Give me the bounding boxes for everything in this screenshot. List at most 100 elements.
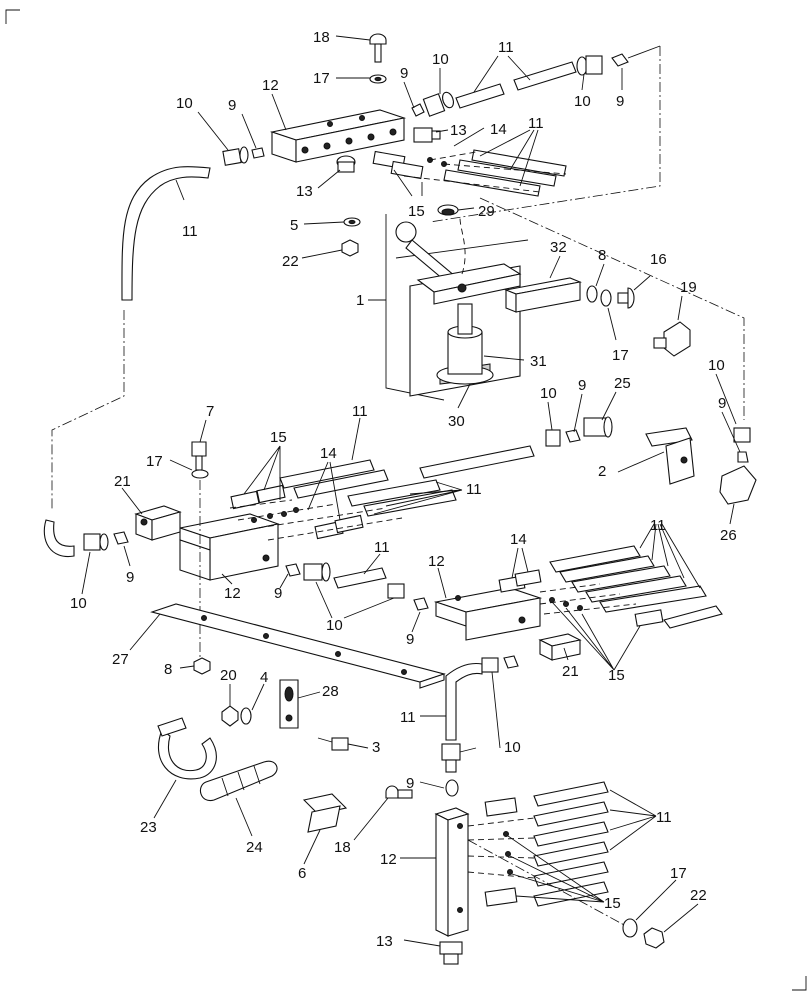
callout-label: 18 (313, 29, 330, 46)
callout-label: 12 (224, 585, 241, 602)
corner-mark-bottom-right (792, 976, 807, 991)
callout-label: 27 (112, 651, 129, 668)
washer-top-hole (374, 76, 382, 82)
callout-label: 29 (478, 203, 495, 220)
callout-label: 32 (550, 239, 567, 256)
nut-22-bottom (643, 927, 665, 949)
fitting-10-right (733, 427, 751, 463)
callout-label: 9 (274, 585, 282, 602)
callout-label: 5 (290, 217, 298, 234)
top-tube-segment (455, 61, 577, 109)
centerline-left-loop (51, 310, 125, 510)
middle-left-manifold (177, 513, 281, 581)
right-tube-bundle (549, 545, 723, 629)
washer-8-and-bolt-16 (586, 285, 635, 309)
callout-label: 10 (708, 357, 725, 374)
dot-f (563, 601, 569, 607)
washer-4 (240, 707, 252, 725)
plate-27 (150, 603, 446, 689)
leader-lines (81, 35, 741, 947)
callout-label: 24 (246, 839, 263, 856)
washer-5-hole (348, 219, 356, 225)
callout-label: 10 (70, 595, 87, 612)
fitting-10-hose (481, 655, 519, 673)
callout-label: 15 (408, 203, 425, 220)
centerline-washer-bottom (467, 839, 627, 927)
right-fittings-14 (498, 569, 664, 627)
callout-label: 2 (598, 463, 606, 480)
bracket-2 (645, 427, 695, 485)
callout-label: 12 (262, 77, 279, 94)
callout-label: 20 (220, 667, 237, 684)
callout-label: 9 (400, 65, 408, 82)
callout-label: 9 (406, 775, 414, 792)
callout-label: 11 (352, 403, 368, 420)
dot-d (293, 507, 299, 513)
callout-label: 4 (260, 669, 268, 686)
bottom-vertical-manifold (434, 807, 470, 937)
hose-end-left (43, 519, 75, 558)
callout-label: 19 (680, 279, 697, 296)
lower-hose (445, 662, 483, 741)
top-fittings-15 (372, 150, 447, 180)
clip-28 (279, 679, 299, 729)
bottom-tube-bundle (533, 781, 609, 907)
callout-label: 11 (650, 517, 666, 534)
bottom-fittings-15 (484, 797, 518, 907)
callout-label: 17 (670, 865, 687, 882)
callout-label: 17 (612, 347, 629, 364)
callout-label: 15 (608, 667, 625, 684)
callout-label: 14 (490, 121, 507, 138)
callout-label: 9 (126, 569, 134, 586)
callout-label: 10 (504, 739, 521, 756)
fitting-10-lower-b (387, 583, 429, 611)
callout-label: 14 (510, 531, 527, 548)
top-fitting-leader (627, 45, 661, 59)
callout-label: 9 (578, 377, 586, 394)
top-left-hose (121, 166, 211, 301)
callout-label: 13 (450, 122, 467, 139)
plug-13-bottom (439, 941, 463, 965)
bleed-screw-bottom (385, 785, 413, 799)
callout-label: 3 (372, 739, 380, 756)
callout-label: 9 (228, 97, 236, 114)
callout-label: 10 (540, 385, 557, 402)
dot-c (281, 511, 287, 517)
top-fitting-left (411, 91, 454, 117)
middle-centerlines (229, 499, 403, 541)
callout-label: 10 (432, 51, 449, 68)
dot-g (577, 605, 583, 611)
elbow-26 (719, 465, 757, 505)
middle-right-manifold (433, 587, 543, 641)
dot-h (503, 831, 509, 837)
clamp-23-tab (157, 717, 187, 737)
fitting-10-left (83, 531, 129, 551)
knob-29 (437, 204, 459, 216)
callout-label: 11 (498, 39, 514, 56)
callout-label: 11 (374, 539, 390, 556)
callout-label: 11 (528, 115, 544, 132)
plug-13-left (336, 155, 356, 173)
callout-label: 30 (448, 413, 465, 430)
callout-label: 18 (334, 839, 351, 856)
callout-labels: 18 17 11 10 9 12 9 10 13 14 11 10 9 13 1… (70, 29, 737, 950)
callout-label: 8 (598, 247, 606, 264)
clip-6 (302, 793, 348, 833)
bracket-32 (504, 277, 582, 313)
callout-label: 10 (326, 617, 343, 634)
fitting-25 (583, 416, 613, 438)
callout-label: 17 (146, 453, 163, 470)
plug-13-top (413, 127, 441, 143)
callout-label: 21 (114, 473, 131, 490)
dot-a (251, 517, 257, 523)
nut-20 (221, 705, 239, 727)
callout-label: 14 (320, 445, 337, 462)
top-tube-bundle (443, 149, 567, 197)
bleed-screw-top (369, 33, 387, 63)
seal-9-bottom (445, 779, 459, 797)
bottom-centerlines (467, 817, 535, 879)
callout-label: 15 (270, 429, 287, 446)
callout-label: 1 (356, 292, 364, 309)
callout-label: 11 (656, 809, 672, 826)
